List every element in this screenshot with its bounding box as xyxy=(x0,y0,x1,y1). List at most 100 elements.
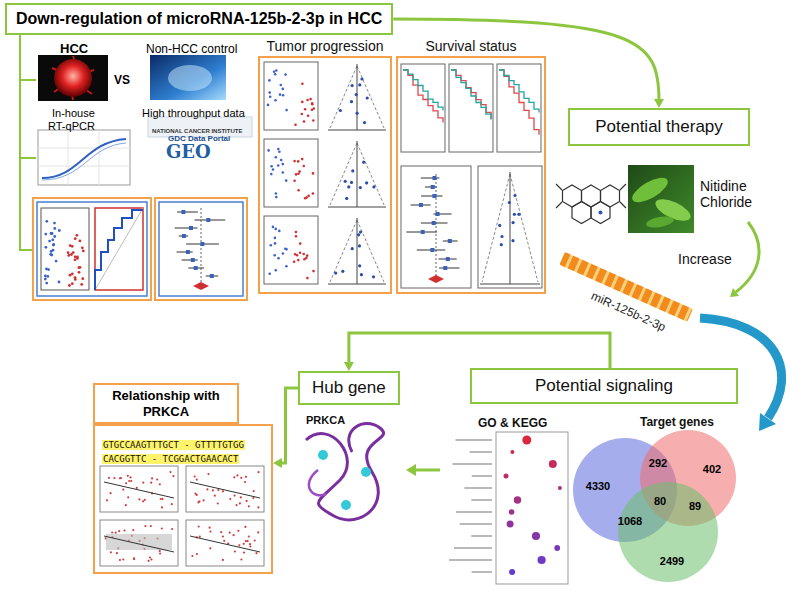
illustration-part xyxy=(436,174,437,281)
illustration-part xyxy=(100,466,178,512)
illustration-part xyxy=(207,473,209,475)
illustration-part xyxy=(293,260,296,263)
illustration-part xyxy=(110,551,112,553)
chemical-structure xyxy=(556,184,626,224)
illustration-part xyxy=(275,69,278,72)
illustration-part xyxy=(118,530,120,532)
illustration-part xyxy=(233,476,235,478)
illustration-part xyxy=(277,257,280,260)
illustration-part xyxy=(148,560,150,562)
illustration-part xyxy=(68,284,71,287)
illustration-part xyxy=(357,141,358,207)
hub-gene-box: Hub gene xyxy=(298,371,400,405)
illustration-part xyxy=(50,232,53,235)
node-text: Tumor progression xyxy=(258,38,392,54)
illustration-part xyxy=(190,482,260,498)
illustration-part xyxy=(511,239,514,242)
illustration-part xyxy=(229,532,231,534)
text-label: GO & KEGG xyxy=(478,416,547,430)
illustration-part xyxy=(45,220,48,223)
illustration-part xyxy=(301,158,304,161)
illustration-part xyxy=(48,240,51,243)
illustration-part xyxy=(243,543,245,545)
illustration-part xyxy=(130,480,132,482)
illustration-part xyxy=(471,535,492,537)
illustration-part xyxy=(359,231,362,234)
label-slot: PRKCA xyxy=(306,410,345,428)
label-slot: 402 xyxy=(703,459,721,477)
panel-frame xyxy=(258,56,392,294)
survival-status-panel: Survival status xyxy=(396,38,546,294)
illustration-part xyxy=(249,545,251,547)
illustration-part xyxy=(443,266,447,270)
illustration-part xyxy=(513,213,516,216)
venn-diagram xyxy=(618,482,718,582)
illustration-part xyxy=(44,275,47,278)
panel-frame xyxy=(396,56,546,294)
scatter-plot xyxy=(41,208,89,290)
illustration-part xyxy=(237,530,239,532)
connector-line xyxy=(280,388,298,463)
amplification-plot xyxy=(42,139,126,178)
illustration-part xyxy=(498,224,501,227)
illustration-part xyxy=(104,536,174,552)
illustration-part xyxy=(234,495,236,497)
illustration-part xyxy=(556,184,626,208)
text-label: 402 xyxy=(703,463,721,475)
illustration-part xyxy=(44,233,47,236)
illustration-part xyxy=(280,159,283,162)
illustration-part xyxy=(282,163,285,166)
illustration-part xyxy=(278,151,281,154)
illustration-part xyxy=(401,64,445,152)
illustration-part xyxy=(285,179,288,182)
illustration-part xyxy=(312,172,315,175)
label-slot: miR-125b-2-3p xyxy=(589,286,669,335)
illustration-part xyxy=(78,271,81,274)
illustration-part xyxy=(449,64,493,152)
connector xyxy=(393,19,664,108)
illustration-part xyxy=(186,466,264,512)
illustration-part xyxy=(194,266,198,270)
illustration-part xyxy=(305,196,308,199)
illustration-part xyxy=(419,203,423,207)
label-slot: 2499 xyxy=(660,551,684,569)
illustration-part xyxy=(372,185,375,188)
illustration-part xyxy=(514,496,521,503)
illustration-part xyxy=(432,194,436,198)
amplification-plot xyxy=(38,130,130,185)
illustration-part xyxy=(161,527,163,529)
illustration-part xyxy=(74,258,77,261)
illustration-part xyxy=(432,221,436,225)
illustration-part xyxy=(76,257,79,260)
illustration-part xyxy=(70,253,73,256)
illustration-part xyxy=(309,98,312,101)
illustration-part xyxy=(177,252,193,253)
illustration-part xyxy=(341,270,344,273)
illustration-part xyxy=(275,196,278,199)
roc-curve xyxy=(95,210,143,290)
illustration-part xyxy=(356,112,359,115)
illustration-part xyxy=(362,161,365,164)
illustration-part xyxy=(295,231,298,234)
text-label: Target genes xyxy=(640,415,714,429)
illustration-part xyxy=(264,216,318,284)
illustration-part xyxy=(222,535,224,537)
flow-arrow xyxy=(730,288,739,297)
illustration-part xyxy=(71,282,74,285)
illustration-part xyxy=(345,197,348,200)
illustration-part xyxy=(53,222,56,225)
label-slot: GTGCCAAGTTTGCT - GTTTTGTGG xyxy=(102,434,245,452)
illustration-part xyxy=(403,70,443,110)
illustration-part xyxy=(122,558,124,560)
illustration-part xyxy=(79,266,82,269)
label-slot: RT-qPCR xyxy=(48,116,95,134)
label-slot: 89 xyxy=(689,496,701,514)
illustration-part xyxy=(115,532,117,534)
illustration-part xyxy=(74,278,77,281)
illustration-part xyxy=(171,528,173,530)
illustration-part xyxy=(470,451,492,453)
illustration-part xyxy=(257,531,259,533)
control-cell-image xyxy=(168,65,212,91)
illustration-part xyxy=(421,178,440,179)
illustration-part xyxy=(52,244,55,247)
